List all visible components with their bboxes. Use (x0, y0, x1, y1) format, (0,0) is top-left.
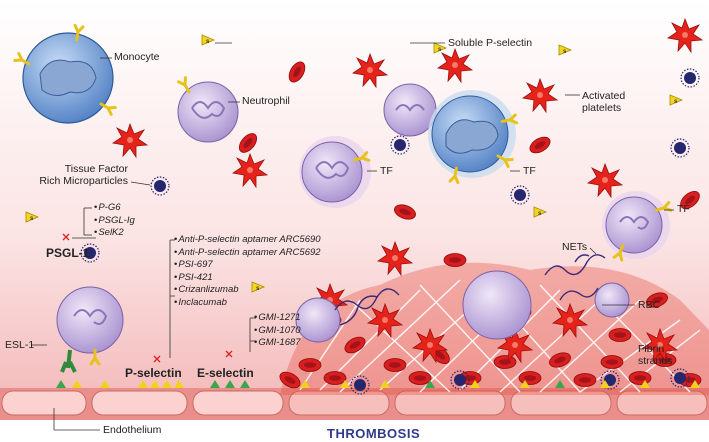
psgl1-inhibitor: PSGL-Ig (94, 215, 134, 228)
neutrophil (177, 76, 239, 143)
monocyte (13, 23, 117, 124)
tissue-factor-mp-label: Tissue Factor Rich Microparticles (39, 163, 128, 187)
p-selectin-inhibitor: Anti-P-selectin aptamer ARC5690 (174, 234, 320, 247)
p-selectin-inhibitor: Inclacumab (174, 297, 321, 310)
endothelium-label: Endothelium (103, 424, 162, 436)
e-selectin-inhibitor: GMI-1687 (254, 337, 300, 350)
psgl1-label: PSGL-1 (46, 246, 90, 260)
p-selectin-inhibitor: PSI-421 (174, 272, 321, 285)
neutrophil-tf-left (299, 136, 371, 208)
psgl1-inhibitor: P-G6 (94, 202, 135, 215)
tf-label-left: TF (380, 165, 393, 177)
p-selectin-inhibitor-list: Anti-P-selectin aptamer ARC5690 Anti-P-s… (174, 234, 321, 310)
endothelial-cells (1, 390, 708, 416)
neutrophil-top (383, 83, 437, 137)
e-selectin-label: E-selectin (197, 366, 254, 380)
net-neutrophils (295, 254, 630, 343)
fibrin-strands-label: Fibrin strands (638, 343, 673, 367)
psgl1-inhibitor-list: P-G6 PSGL-Ig SelK2 (94, 202, 135, 240)
endothelial-selectins (56, 380, 700, 388)
thrombosis-label: THROMBOSIS (327, 426, 421, 441)
p-selectin-inhibitor: Anti-P-selectin aptamer ARC5692 (174, 247, 320, 260)
e-selectin-inhibitor: GMI-1070 (254, 325, 300, 338)
neutrophil-label: Neutrophil (242, 95, 290, 107)
esl1-label: ESL-1 (5, 339, 35, 351)
activated-platelets-label: Activated platelets (582, 90, 626, 114)
tf-label-right: TF (677, 203, 690, 215)
rbc-label: RBC (638, 299, 661, 311)
neutrophil-tf-right (602, 191, 673, 262)
psgl1-inhibitor: SelK2 (94, 227, 135, 240)
leader-lines (31, 42, 674, 431)
inhibition-marks (62, 233, 233, 363)
p-selectin-label: P-selectin (125, 366, 182, 380)
e-selectin-inhibitor-list: GMI-1271 GMI-1070 GMI-1687 (254, 312, 300, 350)
soluble-p-selectin-label: Soluble P-selectin (448, 37, 533, 49)
p-selectin-inhibitor: Crizanlizumab (174, 284, 321, 297)
p-selectin-inhibitor: PSI-697 (174, 259, 321, 272)
rolling-neutrophil (56, 286, 124, 373)
tf-label-middle: TF (523, 165, 536, 177)
monocyte-tf (428, 90, 519, 185)
e-selectin-inhibitor: GMI-1271 (254, 312, 300, 325)
monocyte-label: Monocyte (114, 51, 160, 63)
nets-label: NETs (562, 241, 588, 253)
